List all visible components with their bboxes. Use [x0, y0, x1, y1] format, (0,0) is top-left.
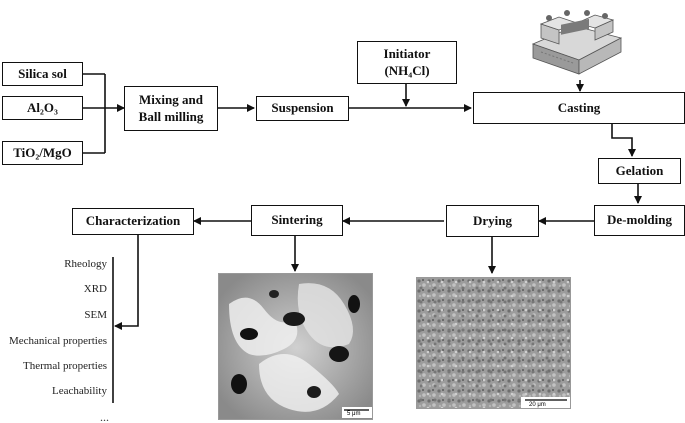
initiator-formula: (NH₄Cl): [384, 62, 430, 78]
method-xrd: XRD: [83, 283, 107, 295]
method-mechanical: Mechanical properties: [8, 335, 107, 347]
dried-scale-label: 20 μm: [529, 402, 546, 408]
mixing-label: Mixing and: [139, 92, 203, 108]
method-sem: SEM: [84, 309, 107, 321]
casting-box: Casting: [473, 92, 685, 124]
sintering-box: Sintering: [251, 205, 343, 236]
al2o3-label: Al₂O₃: [27, 99, 58, 115]
drying-box: Drying: [446, 205, 539, 237]
gelation-box: Gelation: [598, 158, 681, 184]
initiator-label: Initiator: [383, 46, 431, 62]
characterization-label: Characterization: [85, 213, 181, 229]
demolding-box: De-molding: [594, 205, 685, 236]
dried-sem-image: 20 μm: [416, 277, 571, 409]
method-rheology: Rheology: [64, 258, 107, 270]
casting-label: Casting: [557, 99, 601, 115]
al2o3-box: Al₂O₃: [2, 96, 83, 120]
drying-label: Drying: [473, 212, 512, 228]
demolding-label: De-molding: [607, 212, 672, 228]
tio2-mgo-box: TiO₂/MgO: [2, 141, 83, 165]
silica-sol-box: Silica sol: [2, 62, 83, 86]
suspension-label: Suspension: [271, 100, 334, 116]
gelation-label: Gelation: [615, 162, 664, 178]
sintering-label: Sintering: [271, 212, 323, 228]
initiator-box: Initiator (NH₄Cl): [357, 41, 457, 84]
suspension-box: Suspension: [256, 96, 349, 121]
arrow-casting-to-gelation: [611, 124, 636, 157]
method-leachability: Leachability: [52, 385, 107, 397]
mold-illustration: [531, 10, 623, 75]
arrow-characterization-to-methods: [114, 235, 139, 330]
silica-sol-label: Silica sol: [18, 65, 67, 81]
sintered-scale-label: 5 μm: [347, 411, 361, 417]
tio2-mgo-label: TiO₂/MgO: [13, 144, 72, 160]
mixing-ball-milling-box: Mixing and Ball milling: [124, 86, 218, 131]
more-methods-ellipsis: ...: [100, 410, 109, 423]
method-thermal: Thermal properties: [23, 360, 107, 372]
ball-milling-label: Ball milling: [138, 108, 204, 124]
characterization-box: Characterization: [72, 208, 194, 235]
sintered-sem-image: 5 μm: [218, 273, 373, 420]
